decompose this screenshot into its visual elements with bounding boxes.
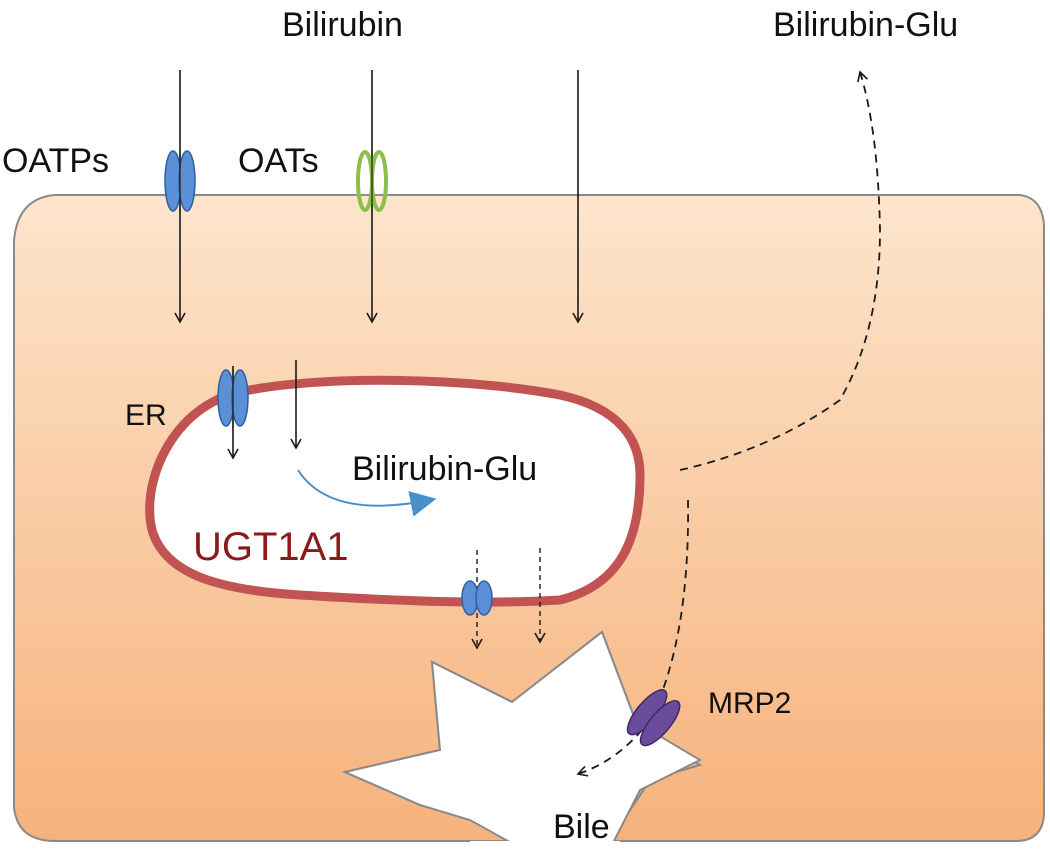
transporter-channel-icon bbox=[217, 369, 249, 428]
transporter-ring-icon bbox=[356, 150, 388, 212]
transporter-channel-icon bbox=[626, 689, 681, 747]
oats-label: OATs bbox=[238, 142, 319, 180]
bilirubin-glu-er-label: Bilirubin-Glu bbox=[352, 450, 537, 488]
oatps-label: OATPs bbox=[2, 142, 109, 180]
bile-label: Bile bbox=[553, 808, 610, 846]
bilirubin-glu-top-label: Bilirubin-Glu bbox=[773, 6, 958, 44]
transporter-channel-icon bbox=[461, 580, 493, 616]
bilirubin-label: Bilirubin bbox=[282, 6, 403, 44]
transporter-channel-icon bbox=[164, 150, 196, 212]
mrp2-label: MRP2 bbox=[708, 687, 791, 720]
blood-efflux-arrow bbox=[679, 70, 881, 471]
er-membrane bbox=[145, 375, 645, 607]
ugt1a1-label: UGT1A1 bbox=[193, 525, 349, 569]
glucuronidation-arrow bbox=[297, 469, 437, 517]
er-label: ER bbox=[125, 399, 167, 432]
bile-opening bbox=[470, 841, 620, 849]
